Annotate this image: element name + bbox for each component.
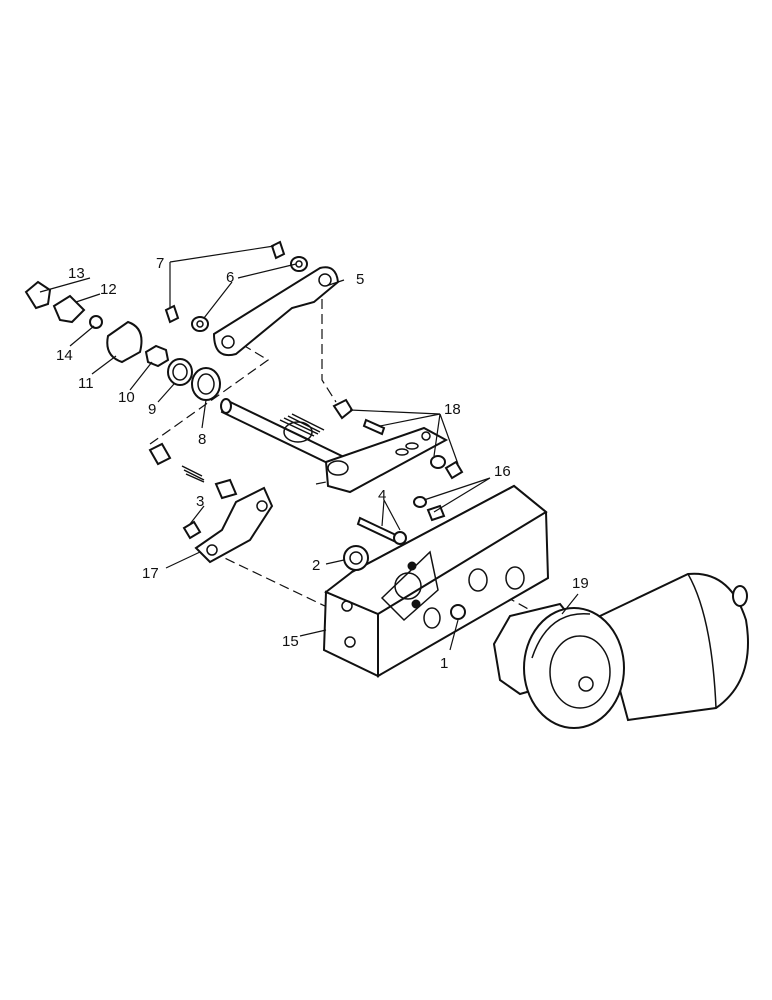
callout-3: 3 (196, 493, 204, 510)
callout-12: 12 (100, 281, 117, 298)
callout-11: 11 (78, 375, 94, 392)
callout-9: 9 (148, 401, 156, 418)
callout-16: 16 (494, 463, 511, 480)
callout-17: 17 (142, 565, 159, 582)
drive-shaft (220, 398, 348, 472)
callout-19: 19 (572, 575, 589, 592)
link-arm (212, 266, 340, 356)
callout-8: 8 (198, 431, 206, 448)
mounting-bracket (322, 484, 550, 678)
leader-lines (39, 245, 579, 651)
callout-14: 14 (56, 347, 73, 364)
callout-7: 7 (156, 255, 164, 272)
callout-13: 13 (68, 265, 85, 282)
callout-6: 6 (226, 269, 234, 286)
callouts: 1 2 3 4 5 6 7 8 9 10 11 12 13 14 15 16 1… (56, 255, 589, 672)
callout-1: 1 (440, 655, 448, 672)
callout-5: 5 (356, 271, 364, 288)
callout-4: 4 (378, 487, 386, 504)
callout-18: 18 (444, 401, 461, 418)
callout-15: 15 (282, 633, 299, 650)
callout-10: 10 (118, 389, 135, 406)
callout-2: 2 (312, 557, 320, 574)
link-plate (194, 486, 274, 564)
hardware (24, 240, 466, 620)
crank-arm (324, 426, 449, 494)
wiper-motor (492, 572, 749, 729)
